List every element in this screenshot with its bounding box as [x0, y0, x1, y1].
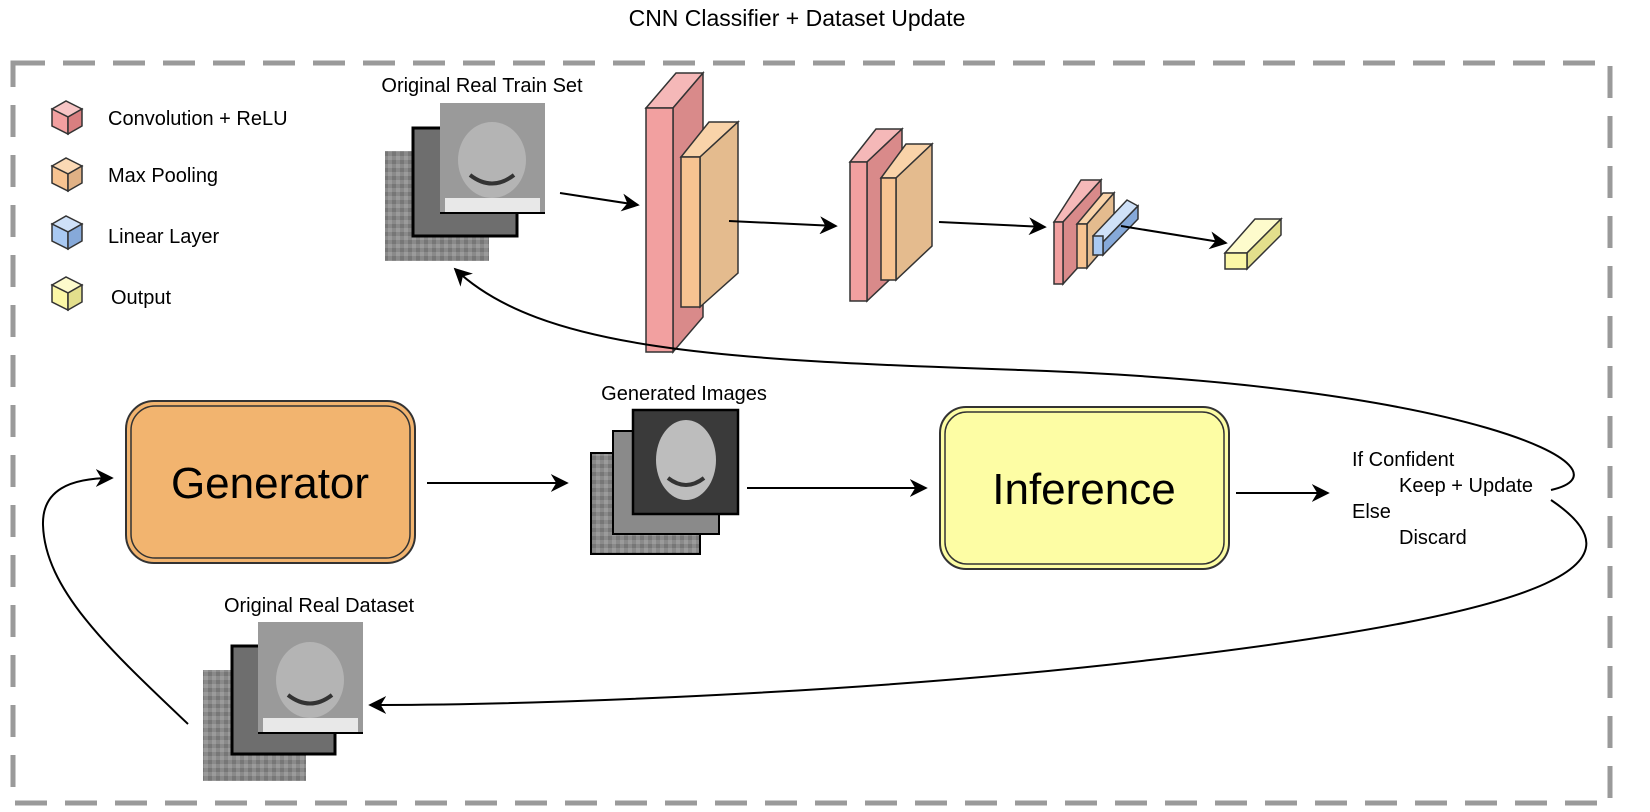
decision-line-discard: Discard: [1399, 527, 1467, 549]
blue-cube-icon: [50, 215, 84, 251]
legend-label-linear: Linear Layer: [108, 226, 220, 248]
linear-layer: [1092, 235, 1104, 256]
orange-cube-icon: [50, 157, 84, 193]
inference-label: Inference: [992, 465, 1175, 514]
output-layer: [1224, 252, 1248, 270]
conv-layer-2: [849, 161, 868, 302]
decision-line-keep: Keep + Update: [1399, 475, 1533, 497]
conv-layer-1: [645, 107, 674, 353]
dashed-frame: [10, 60, 1613, 806]
real-dataset-image-stack: [203, 622, 363, 781]
legend-label-pool: Max Pooling: [108, 165, 218, 187]
pool-layer-2: [880, 177, 897, 281]
inference-node: Inference: [939, 406, 1230, 570]
legend-item-output: Output: [50, 276, 171, 312]
pink-cube-icon: [50, 100, 84, 136]
generator-node: Generator: [125, 400, 416, 564]
decision-line-if: If Confident: [1352, 449, 1455, 471]
legend: Convolution + ReLU Max Pooling Linear La…: [50, 100, 288, 312]
legend-item-linear: Linear Layer: [50, 215, 220, 251]
generated-image-stack: [590, 408, 740, 555]
legend-label-conv: Convolution + ReLU: [108, 108, 288, 130]
arrow-linear-to-output: [1120, 225, 1228, 250]
arrow-block2-to-block3: [938, 217, 1047, 236]
train-set-image-stack: [385, 103, 545, 261]
cnn-block-3: [1052, 178, 1140, 286]
arrow-dataset-to-generator: [41, 469, 189, 725]
arrow-block1-to-block2: [728, 216, 838, 235]
arrow-keep-to-train-set: [453, 267, 1575, 491]
legend-label-output: Output: [111, 287, 171, 309]
legend-item-pool: Max Pooling: [50, 157, 218, 193]
decision-text: If Confident Keep + Update Else Discard: [1352, 449, 1533, 549]
generated-images-label: Generated Images: [601, 383, 767, 405]
real-dataset-label: Original Real Dataset: [224, 595, 415, 617]
pool-layer-3: [1076, 223, 1088, 269]
cnn-block-1: [644, 70, 740, 355]
decision-line-else: Else: [1352, 501, 1391, 523]
cnn-block-2: [848, 127, 934, 303]
output-block: [1223, 217, 1283, 271]
diagram-title: CNN Classifier + Dataset Update: [629, 5, 966, 31]
pool-layer-1: [680, 156, 701, 308]
train-set-label: Original Real Train Set: [381, 75, 583, 97]
conv-layer-3: [1053, 221, 1064, 285]
arrow-update-to-real-dataset: [368, 499, 1588, 714]
generator-label: Generator: [171, 459, 369, 508]
yellow-cube-icon: [50, 276, 84, 312]
legend-item-conv: Convolution + ReLU: [50, 100, 288, 136]
arrow-train-to-conv: [559, 192, 640, 212]
